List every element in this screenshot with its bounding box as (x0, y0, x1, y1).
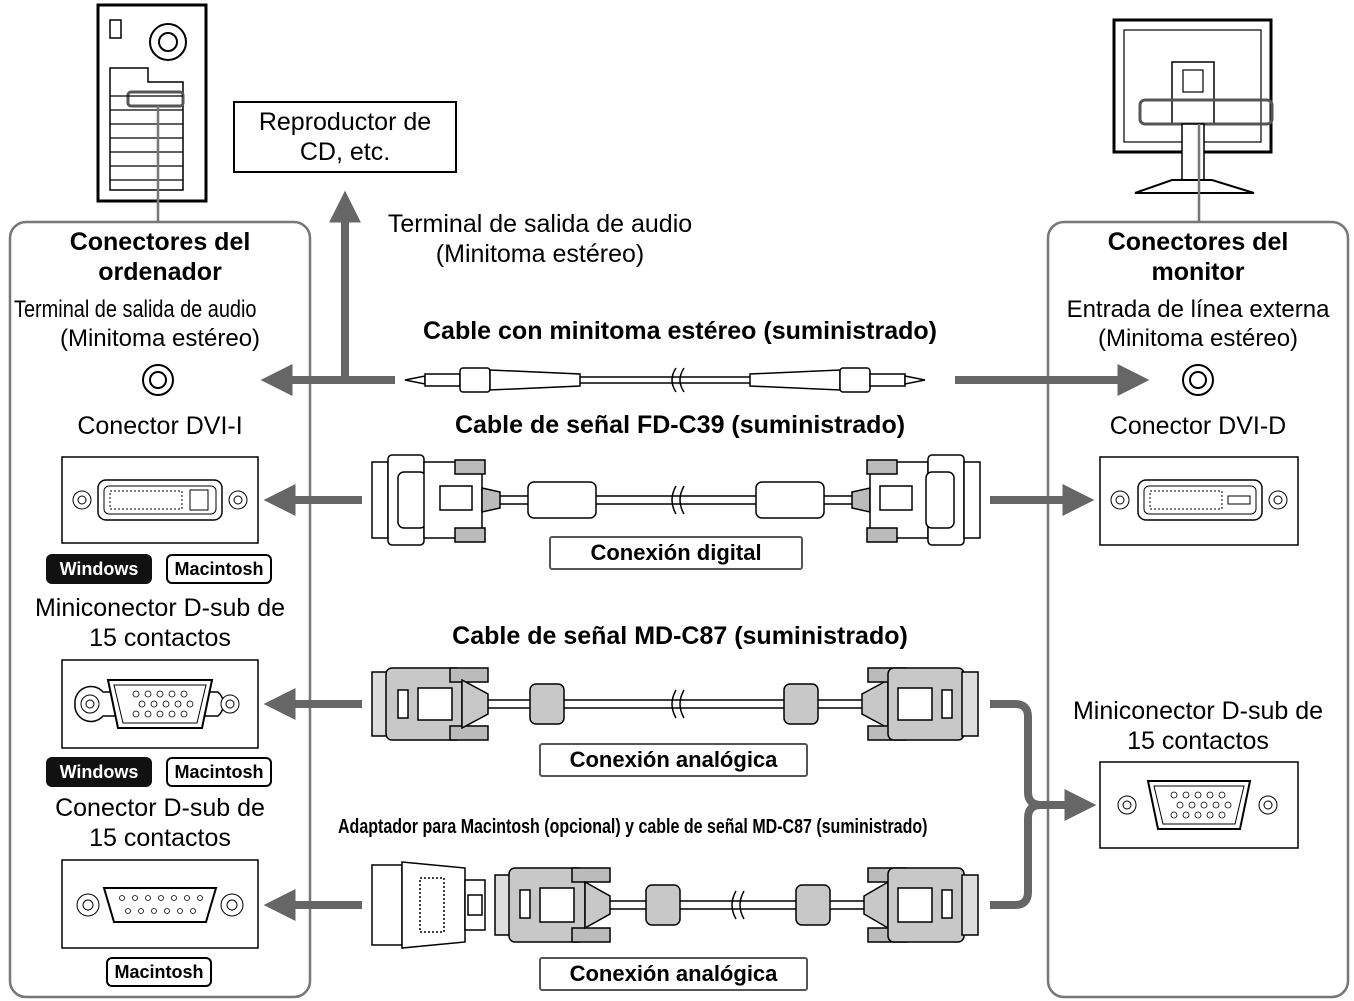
computer-connectors-title: Conectores del ordenador (20, 227, 300, 287)
computer-audio-line1: Terminal de salida de audio (13, 296, 257, 323)
monitor-rear-icon (1112, 18, 1274, 222)
left-audio-jack-icon (142, 364, 174, 396)
monitor-title-line2: monitor (1151, 258, 1245, 286)
fd-cable-title: Cable de señal FD-C39 (suministrado) (454, 411, 906, 439)
line-in-line1: Entrada de línea externa (1066, 296, 1330, 323)
pc-tower-icon (96, 3, 208, 222)
windows-badge-1: Windows (46, 554, 152, 584)
macintosh-badge-2: Macintosh (166, 757, 272, 787)
monitor-connectors-title: Conectores del monitor (1058, 227, 1338, 287)
right-mini-dsub-connector (1099, 761, 1299, 849)
mini-dsub-label: Miniconector D-sub de 15 contactos (12, 593, 308, 653)
digital-connection-label: Conexión digital (549, 536, 803, 570)
dvi-cable (371, 454, 981, 546)
line-in-line2: (Minitoma estéreo) (1097, 324, 1299, 352)
right-audio-jack-icon (1182, 364, 1214, 396)
analog-cable-2 (494, 867, 979, 943)
dvi-d-label: Conector DVI-D (1109, 412, 1287, 440)
right-mini-dsub-line1: Miniconector D-sub de (1072, 697, 1324, 725)
analog-connection-label-2: Conexión analógica (539, 957, 808, 991)
left-mini-dsub-connector (61, 659, 259, 749)
right-mini-dsub-line2: 15 contactos (1127, 727, 1269, 755)
adapter-cable-title: Adaptador para Macintosh (opcional) y ca… (338, 815, 1014, 839)
macintosh-badge-1: Macintosh (166, 554, 272, 584)
computer-title-line2: ordenador (98, 258, 222, 286)
right-mini-dsub-label: Miniconector D-sub de 15 contactos (1050, 696, 1346, 756)
mini-dsub-line2: 15 contactos (89, 624, 231, 652)
left-dvi-connector (61, 456, 259, 544)
dsub-line2: 15 contactos (89, 824, 231, 852)
left-dsub-connector (61, 859, 259, 949)
minijack-cable (404, 367, 926, 393)
dsub-label: Conector D-sub de 15 contactos (12, 793, 308, 853)
audio-output-line2: (Minitoma estéreo) (435, 240, 645, 268)
right-dvi-connector (1099, 456, 1299, 546)
minijack-cable-title: Cable con minitoma estéreo (suministrado… (423, 317, 937, 345)
adapter-cable-title-text: Adaptador para Macintosh (opcional) y ca… (338, 816, 928, 838)
computer-panel (8, 220, 312, 999)
analog-connection-label-1: Conexión analógica (539, 743, 808, 777)
cable-break-mark (731, 890, 745, 920)
computer-title-line1: Conectores del (69, 228, 251, 256)
mini-dsub-line1: Miniconector D-sub de (34, 594, 286, 622)
audio-arrows (260, 190, 1150, 396)
cable-break-mark (671, 485, 685, 515)
line-in-label: Entrada de línea externa (Minitoma estér… (1050, 296, 1346, 354)
dvi-i-label: Conector DVI-I (77, 412, 243, 440)
cable-break-mark (671, 689, 685, 719)
computer-audio-line2: (Minitoma estéreo) (59, 324, 261, 352)
computer-audio-label: Terminal de salida de audio (Minitoma es… (12, 296, 308, 354)
cd-player-box: Reproductor de CD, etc. (233, 101, 457, 173)
dsub-line1: Conector D-sub de (55, 794, 265, 822)
macintosh-badge-3: Macintosh (106, 957, 212, 987)
cable-break-mark (671, 367, 685, 393)
macintosh-adapter (371, 861, 486, 949)
analog-cable-1 (371, 667, 979, 741)
signal-arrows (263, 484, 1097, 921)
windows-badge-2: Windows (46, 757, 152, 787)
monitor-title-line1: Conectores del (1107, 228, 1289, 256)
md-cable-title: Cable de señal MD-C87 (suministrado) (452, 622, 908, 650)
audio-output-line1: Terminal de salida de audio (387, 210, 693, 238)
audio-output-label: Terminal de salida de audio (Minitoma es… (360, 209, 720, 269)
